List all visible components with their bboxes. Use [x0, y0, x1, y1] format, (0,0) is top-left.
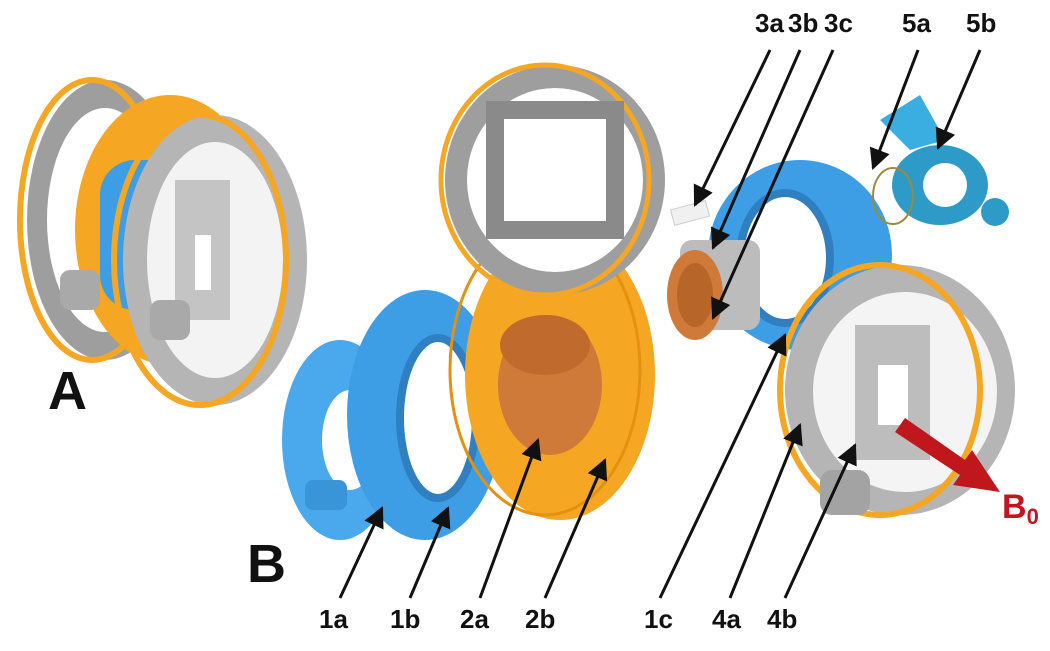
b0-subscript: 0 — [1026, 504, 1039, 529]
part-5a-wire-loop — [872, 167, 914, 225]
panel-label-b: B — [247, 534, 286, 594]
leader-1c — [658, 333, 787, 599]
leader-5b — [935, 49, 982, 150]
label-1b: 1b — [390, 604, 421, 634]
part-3a-strip — [669, 200, 711, 226]
part-5b-bracket — [880, 95, 1009, 226]
leader-5a — [869, 49, 920, 170]
leader-2a — [478, 438, 542, 599]
leader-lines — [338, 49, 982, 599]
panel-label-a: A — [48, 361, 87, 421]
leader-2b — [543, 458, 608, 599]
assembled-probe — [17, 77, 307, 408]
leader-3c — [711, 49, 835, 320]
label-1c: 1c — [644, 604, 673, 634]
part-3b-gray-holder — [667, 240, 760, 340]
label-2a: 2a — [460, 604, 489, 634]
label-3a: 3a — [755, 8, 784, 38]
label-3b: 3b — [788, 8, 819, 38]
label-5a: 5a — [902, 8, 931, 38]
leader-3a — [693, 49, 772, 207]
b0-symbol: B — [1002, 488, 1027, 526]
leader-1a — [338, 506, 384, 599]
label-4a: 4a — [712, 604, 741, 634]
b0-field-arrow — [895, 418, 1000, 492]
b0-label: B0 — [1002, 490, 1039, 528]
leader-4a — [728, 423, 803, 599]
label-4b: 4b — [767, 604, 798, 634]
label-3c: 3c — [824, 8, 853, 38]
label-5b: 5b — [966, 8, 997, 38]
leader-1b — [408, 506, 451, 599]
leader-4b — [783, 443, 857, 599]
part-2a-copper-cylinder — [498, 315, 602, 455]
rear-gray-frame — [438, 62, 665, 298]
label-2b: 2b — [525, 604, 556, 634]
leader-3b — [710, 49, 802, 250]
label-1a: 1a — [319, 604, 348, 634]
